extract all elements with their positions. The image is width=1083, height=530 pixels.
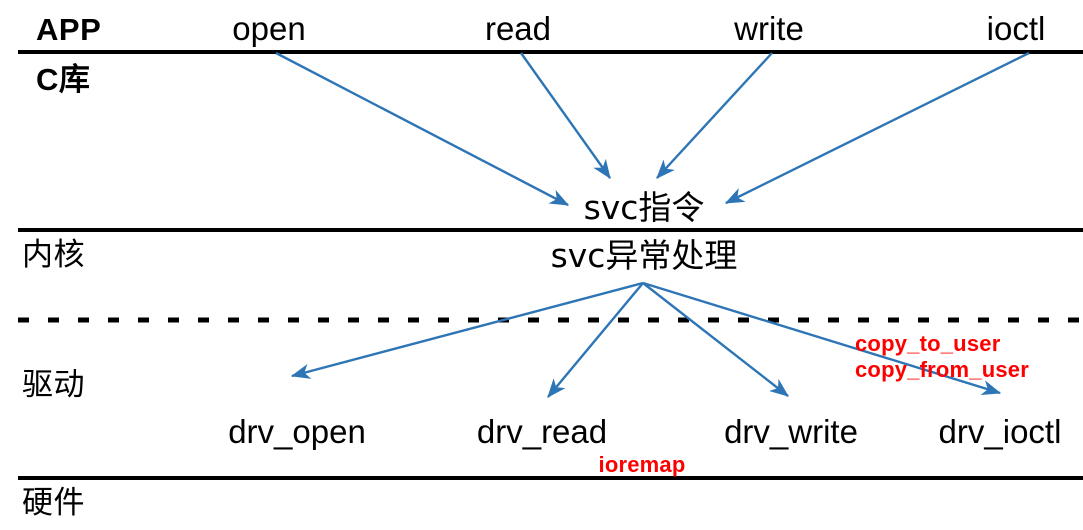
kernel-entry-svc-exception: svc异常处理	[550, 236, 738, 275]
annotation-copy-to-user: copy_to_user	[855, 331, 1001, 356]
driver-function-drv-open: drv_open	[228, 413, 366, 450]
arrow-svc-to-drv-open	[290, 281, 644, 379]
app-call-write: write	[734, 10, 804, 47]
kernel-entry-svc-instruction: svc指令	[583, 188, 705, 227]
arrow-svc-to-drv-write	[642, 282, 789, 397]
layer-label-driver: 驱动	[22, 367, 85, 403]
arrow-svc-to-drv-read	[547, 282, 644, 398]
annotation-copy-from-user: copy_from_user	[855, 357, 1029, 382]
driver-function-drv-write: drv_write	[724, 413, 858, 450]
layer-label-kernel: 内核	[22, 237, 85, 273]
annotation-ioremap: ioremap	[598, 452, 686, 477]
app-call-read: read	[484, 10, 552, 47]
layer-label-hardware: 硬件	[22, 485, 85, 521]
app-call-ioctl: ioctl	[986, 10, 1046, 47]
arrow-open-to-svc	[275, 51, 570, 207]
driver-function-drv-ioctl: drv_ioctl	[938, 413, 1062, 450]
layer-label-app: APP	[36, 12, 102, 47]
arrow-write-to-svc	[656, 52, 773, 179]
arrows-app-to-svc	[275, 51, 1030, 207]
driver-function-drv-read: drv_read	[476, 413, 608, 450]
layer-label-clib: C库	[36, 62, 91, 97]
arrow-read-to-svc	[520, 52, 611, 179]
app-call-open: open	[232, 10, 306, 47]
arrow-ioctl-to-svc	[724, 51, 1030, 205]
